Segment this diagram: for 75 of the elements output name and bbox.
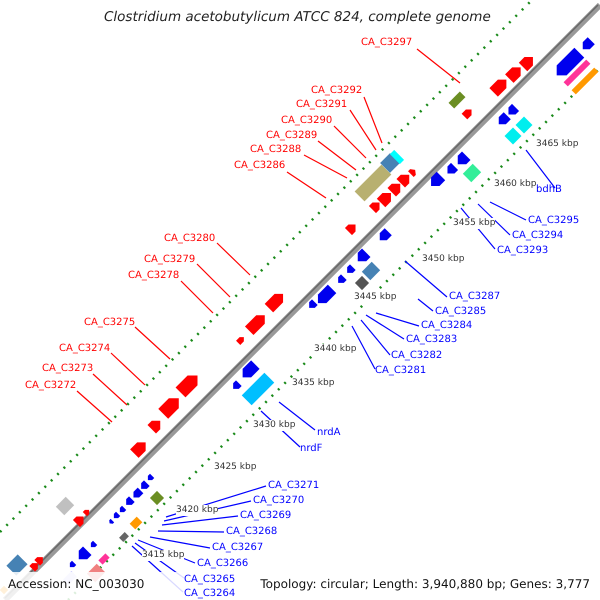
leader-line: [416, 48, 460, 84]
gene-label: CA_C3280: [164, 232, 216, 246]
genome-stats-note: Topology: circular; Length: 3,940,880 bp; Genes: 3,777: [260, 577, 590, 591]
gene-label: CA_C3269: [240, 509, 292, 523]
gene-label: CA_C3291: [296, 98, 348, 112]
gene-label: CA_C3282: [391, 349, 442, 363]
gene-label: CA_C3270: [253, 494, 304, 508]
gene-label: CA_C3271: [268, 479, 320, 493]
gene-label: CA_C3286: [234, 159, 286, 173]
scale-tick-label: 3415 kbp: [142, 550, 184, 561]
gene-label: CA_C3283: [406, 333, 458, 347]
scale-tick-label: 3430 kbp: [253, 420, 296, 431]
leader-line: [490, 201, 526, 221]
gene-label: CA_C3266: [197, 557, 248, 571]
gene-label: CA_C3290: [281, 114, 332, 128]
gene-label: CA_C3267: [212, 541, 264, 555]
leader-line: [376, 312, 420, 327]
leader-line: [526, 150, 556, 188]
gene-label: CA_C3289: [266, 129, 318, 143]
leader-line: [216, 242, 250, 276]
gene-label: CA_C3273: [42, 362, 94, 376]
gene-label: CA_C3279: [144, 253, 196, 267]
leader-line: [110, 352, 146, 386]
leader-line: [360, 320, 390, 356]
leader-line: [350, 110, 376, 150]
gene-label: CA_C3287: [449, 290, 500, 304]
map-title: Clostridium acetobutylicum ATCC 824, complete genome: [104, 10, 491, 24]
gene-label: nrdF: [300, 442, 322, 456]
leader-line: [134, 326, 170, 360]
gene-label: nrdA: [317, 426, 340, 440]
gene-label: CA_C3284: [421, 319, 472, 333]
leader-line: [158, 530, 224, 533]
leader-line: [334, 126, 366, 158]
accession-note: Accession: NC_003030: [8, 577, 144, 591]
leader-line: [92, 374, 128, 406]
leader-line: [286, 172, 326, 198]
gene-label: CA_C3288: [250, 143, 302, 157]
leader-line: [180, 280, 214, 314]
gene-label: bdhB: [536, 183, 562, 197]
gene-label: CA_C3281: [375, 364, 426, 378]
leader-line: [150, 536, 210, 549]
scale-tick-label: 3455 kbp: [453, 218, 496, 229]
leader-line: [478, 204, 510, 236]
scale-tick-label: 3465 kbp: [536, 139, 578, 150]
leader-line: [304, 154, 348, 179]
leader-line: [162, 515, 238, 526]
gene-label: CA_C3285: [435, 305, 486, 319]
scale-tick-label: 3420 kbp: [176, 505, 218, 516]
gene-label: CA_C3265: [184, 573, 236, 587]
scale-tick-label: 3440 kbp: [314, 344, 356, 355]
scale-tick-label: 3450 kbp: [422, 254, 464, 265]
scale-tick-label: 3435 kbp: [292, 378, 334, 389]
gene-label: CA_C3274: [59, 342, 110, 356]
gene-label: CA_C3297: [361, 36, 412, 50]
leader-line: [76, 390, 112, 422]
gene-label: CA_C3278: [128, 269, 180, 283]
gene-label: CA_C3295: [528, 214, 580, 228]
leader-line: [318, 140, 356, 170]
scale-tick-label: 3460 kbp: [494, 179, 536, 190]
leader-line: [351, 326, 376, 370]
leader-line: [404, 260, 448, 298]
gene-label: CA_C3292: [311, 84, 362, 98]
gene-label: CA_C3294: [512, 229, 564, 243]
leader-line: [418, 298, 434, 312]
gene-label: CA_C3272: [25, 379, 76, 393]
scale-tick-label: 3425 kbp: [214, 462, 256, 473]
gene-label: CA_C3275: [84, 316, 136, 330]
scale-tick-label: 3445 kbp: [354, 292, 396, 303]
leader-line: [196, 264, 230, 298]
leader-line: [363, 96, 383, 144]
leader-line: [366, 314, 404, 340]
gene-label: CA_C3268: [226, 525, 278, 539]
gene-label: CA_C3264: [184, 587, 236, 600]
leader-line: [278, 402, 316, 430]
gene-label: CA_C3293: [497, 244, 548, 258]
